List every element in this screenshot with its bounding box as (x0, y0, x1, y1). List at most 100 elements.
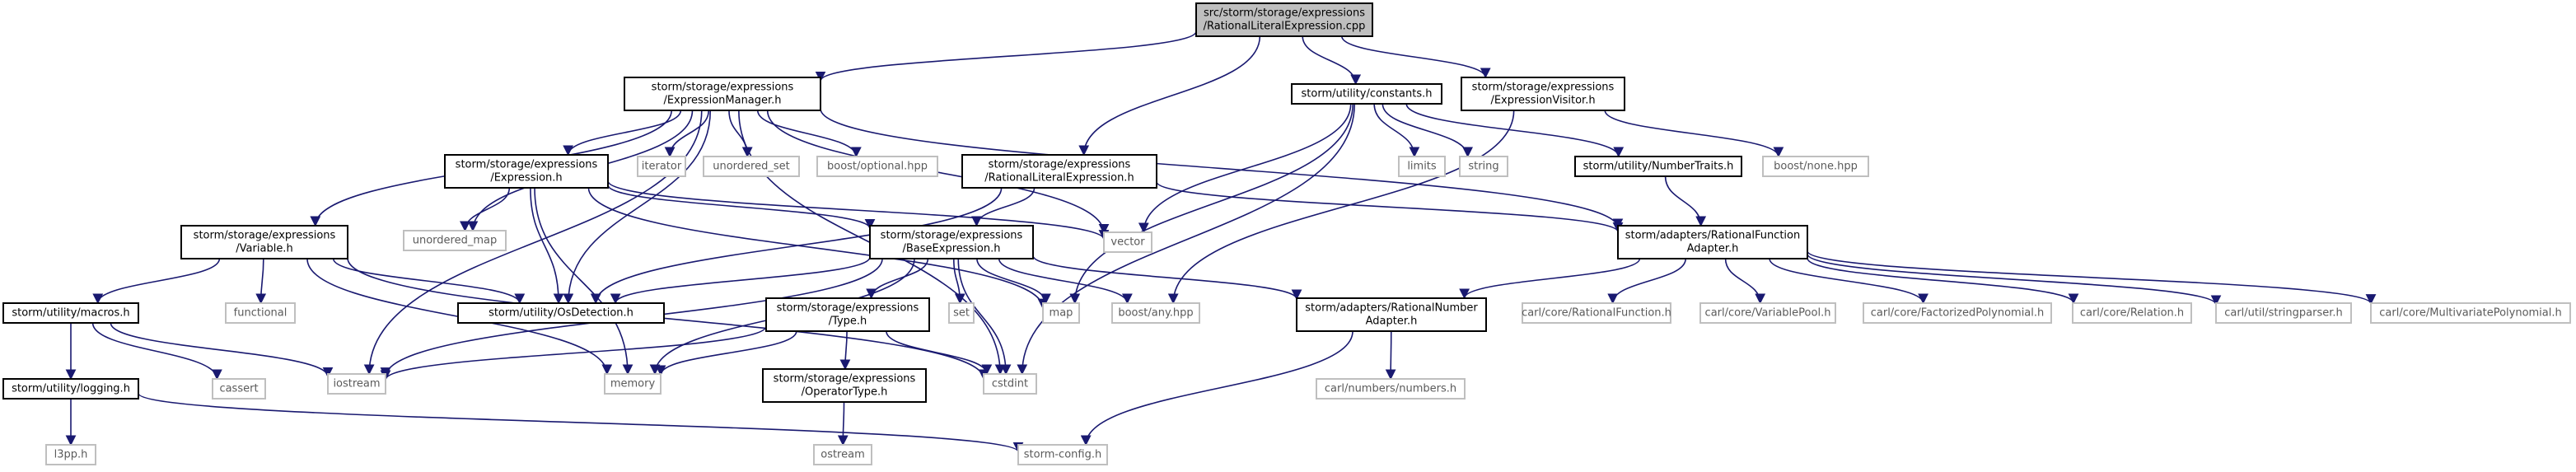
node-box (765, 297, 930, 332)
edge-exprmgr-to-optional (756, 110, 862, 158)
edge-variable-to-memory (306, 258, 613, 376)
node-box (180, 225, 348, 259)
edge-ratlitexpr-to-osdetection (590, 187, 1003, 305)
edge-constants-to-limits (1373, 103, 1420, 158)
node-label: /Expression.h (490, 172, 562, 185)
node-box (624, 77, 821, 111)
edge-root-to-exprmgr (815, 30, 1197, 82)
node-label: unordered_map (413, 235, 498, 247)
node-label: storm/utility/macros.h (12, 307, 129, 320)
node-box (2, 378, 139, 400)
node-box (1461, 77, 1625, 111)
node-label: storm/utility/NumberTraits.h (1583, 161, 1734, 173)
edge-expression-to-map (587, 187, 1049, 310)
edge-baseexpr-to-ratnumadapter (1032, 255, 1302, 301)
node-carlfactpoly: carl/core/FactorizedPolynomial.h (1863, 302, 2052, 324)
node-stormconfig: storm-config.h (1017, 444, 1108, 465)
node-ostream: ostream (813, 444, 872, 465)
node-box (2215, 302, 2352, 324)
edge-macros-to-iostream (110, 322, 334, 378)
node-box (1017, 444, 1108, 465)
node-label: boost/any.hpp (1118, 307, 1193, 320)
node-iterator: iterator (637, 156, 686, 177)
edge-variable-to-functional (255, 258, 267, 305)
node-baseexpr[interactable]: storm/storage/expressions/BaseExpression… (869, 225, 1034, 259)
edge-exprmgr-to-unordered_set (728, 110, 753, 158)
node-label: Adapter.h (1687, 243, 1739, 255)
node-box (457, 302, 665, 324)
edge-type-to-memory (655, 330, 797, 376)
edge-baseexpr-to-boostany (998, 258, 1133, 305)
edge-numtraits-to-ratfuncadapter (1664, 175, 1707, 227)
node-label: /RationalLiteralExpression.cpp (1204, 21, 1366, 33)
node-exprvisitor[interactable]: storm/storage/expressions/ExpressionVisi… (1461, 77, 1625, 111)
edge-root-to-ratlitexpr (1078, 35, 1261, 157)
node-box (762, 368, 927, 403)
node-box (45, 444, 96, 465)
node-label: carl/core/FactorizedPolynomial.h (1871, 307, 2045, 320)
node-expression[interactable]: storm/storage/expressions/Expression.h (444, 154, 609, 189)
node-box (813, 444, 872, 465)
edge-exprvisitor-to-boostany (1167, 110, 1515, 305)
node-box (1574, 156, 1742, 177)
edge-type-to-cstdint (886, 330, 993, 376)
node-box (948, 302, 975, 324)
node-root[interactable]: src/storm/storage/expressions/RationalLi… (1195, 2, 1373, 37)
node-carlstrparser: carl/util/stringparser.h (2215, 302, 2352, 324)
node-ratlitexpr[interactable]: storm/storage/expressions/RationalLitera… (961, 154, 1157, 189)
edge-type-to-optype (839, 330, 851, 371)
node-optype[interactable]: storm/storage/expressions/OperatorType.h (762, 368, 927, 403)
node-box (212, 378, 266, 400)
edge-ratfuncadapter-to-carlmultipoly (1807, 250, 2377, 305)
node-label: storm/utility/OsDetection.h (489, 307, 633, 320)
node-box (2, 302, 139, 324)
node-box (1863, 302, 2052, 324)
node-osdetection[interactable]: storm/utility/OsDetection.h (457, 302, 665, 324)
node-box (604, 373, 662, 395)
node-box (403, 230, 507, 251)
node-label: cassert (219, 383, 258, 395)
node-label: l3pp.h (54, 449, 88, 461)
node-label: /ExpressionVisitor.h (1490, 95, 1595, 107)
node-variable[interactable]: storm/storage/expressions/Variable.h (180, 225, 348, 259)
node-label: boost/none.hpp (1774, 161, 1858, 173)
node-label: /Type.h (829, 315, 867, 328)
node-box (816, 156, 938, 177)
node-box (1762, 156, 1869, 177)
edge-logging-to-stormconfig (138, 392, 1024, 453)
node-memory: memory (604, 373, 662, 395)
node-logging[interactable]: storm/utility/logging.h (2, 378, 139, 400)
node-label: /RationalLiteralExpression.h (984, 172, 1134, 185)
node-unordered_set: unordered_set (703, 156, 800, 177)
node-box (1042, 302, 1080, 324)
node-box (1103, 231, 1152, 253)
node-label: storm/storage/expressions (881, 230, 1023, 242)
node-exprmgr[interactable]: storm/storage/expressions/ExpressionMana… (624, 77, 821, 111)
node-label: carl/core/Relation.h (2080, 307, 2184, 320)
edge-constants-to-vector (1138, 103, 1352, 234)
node-cassert: cassert (212, 378, 266, 400)
node-boostnone: boost/none.hpp (1762, 156, 1869, 177)
node-constants[interactable]: storm/utility/constants.h (1291, 83, 1442, 105)
node-label: storm/storage/expressions (456, 159, 598, 171)
node-box (1291, 83, 1442, 105)
edge-expression-to-unordered_map (460, 187, 511, 232)
edge-ratfuncadapter-to-carlfactpoly (1769, 258, 1928, 305)
edge-exprmgr-to-iterator (664, 110, 709, 158)
node-macros[interactable]: storm/utility/macros.h (2, 302, 139, 324)
node-box (1111, 302, 1200, 324)
edge-variable-to-cstdint (347, 258, 989, 381)
node-label: iostream (333, 378, 380, 390)
node-label: /Variable.h (236, 243, 292, 255)
node-map: map (1042, 302, 1080, 324)
node-box (225, 302, 296, 324)
node-numtraits[interactable]: storm/utility/NumberTraits.h (1574, 156, 1742, 177)
node-l3pp: l3pp.h (45, 444, 96, 465)
node-label: storm-config.h (1024, 449, 1101, 461)
node-string: string (1459, 156, 1508, 177)
edge-baseexpr-to-osdetection (610, 256, 871, 305)
edge-baseexpr-to-set (952, 258, 965, 305)
node-type[interactable]: storm/storage/expressions/Type.h (765, 297, 930, 332)
